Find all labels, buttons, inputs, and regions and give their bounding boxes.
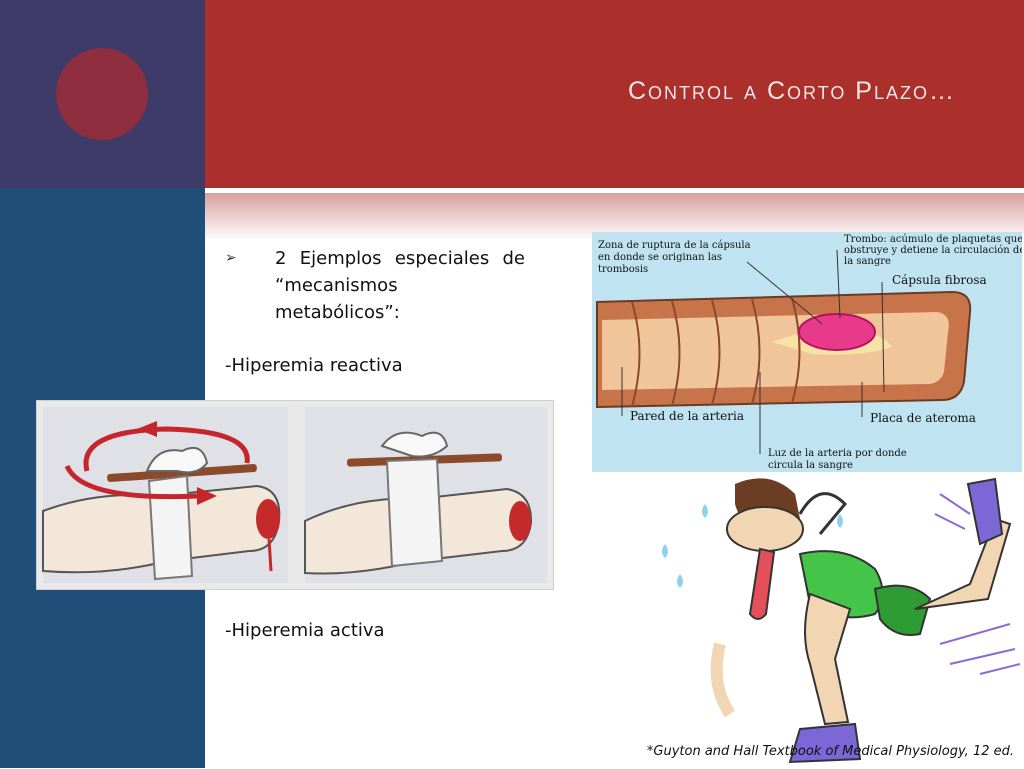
label-pared: Pared de la arteria [630,409,744,423]
label-zona: Zona de ruptura de la cápsula [598,240,751,251]
label-zona-3: trombosis [598,264,648,275]
divider [205,188,1024,193]
bullet-arrow-icon: ➢ [225,250,237,266]
label-trombo-2: obstruye y detiene la circulación de [844,245,1022,256]
tourniquet-illustration [36,400,554,590]
bullet-item: ➢ 2 Ejemplos especiales de “mecanismos m… [225,245,525,326]
label-luz-2: circula la sangre [768,460,853,471]
label-luz: Luz de la arteria por donde [768,448,907,459]
label-trombo: Trombo: acúmulo de plaquetas que [844,234,1022,245]
citation-caption: *Guyton and Hall Textbook of Medical Phy… [646,744,1014,759]
label-trombo-3: la sangre [844,256,891,267]
label-zona-2: en donde se originan las [598,252,722,263]
hiperemia-reactiva-text: -Hiperemia reactiva [225,355,403,376]
title-band [205,0,1024,188]
bullet-text: 2 Ejemplos especiales de “mecanismos met… [275,248,525,323]
rotation-arrow-icon [83,426,250,472]
decorative-circle [56,48,148,140]
label-placa: Placa de ateroma [870,411,976,425]
exhausted-runner-illustration [650,474,1024,764]
slide-title: Control a Corto Plazo… [628,77,956,105]
artery-diagram: Zona de ruptura de la cápsula en donde s… [592,232,1024,472]
hiperemia-activa-text: -Hiperemia activa [225,620,385,641]
label-capsula: Cápsula fibrosa [892,273,987,287]
